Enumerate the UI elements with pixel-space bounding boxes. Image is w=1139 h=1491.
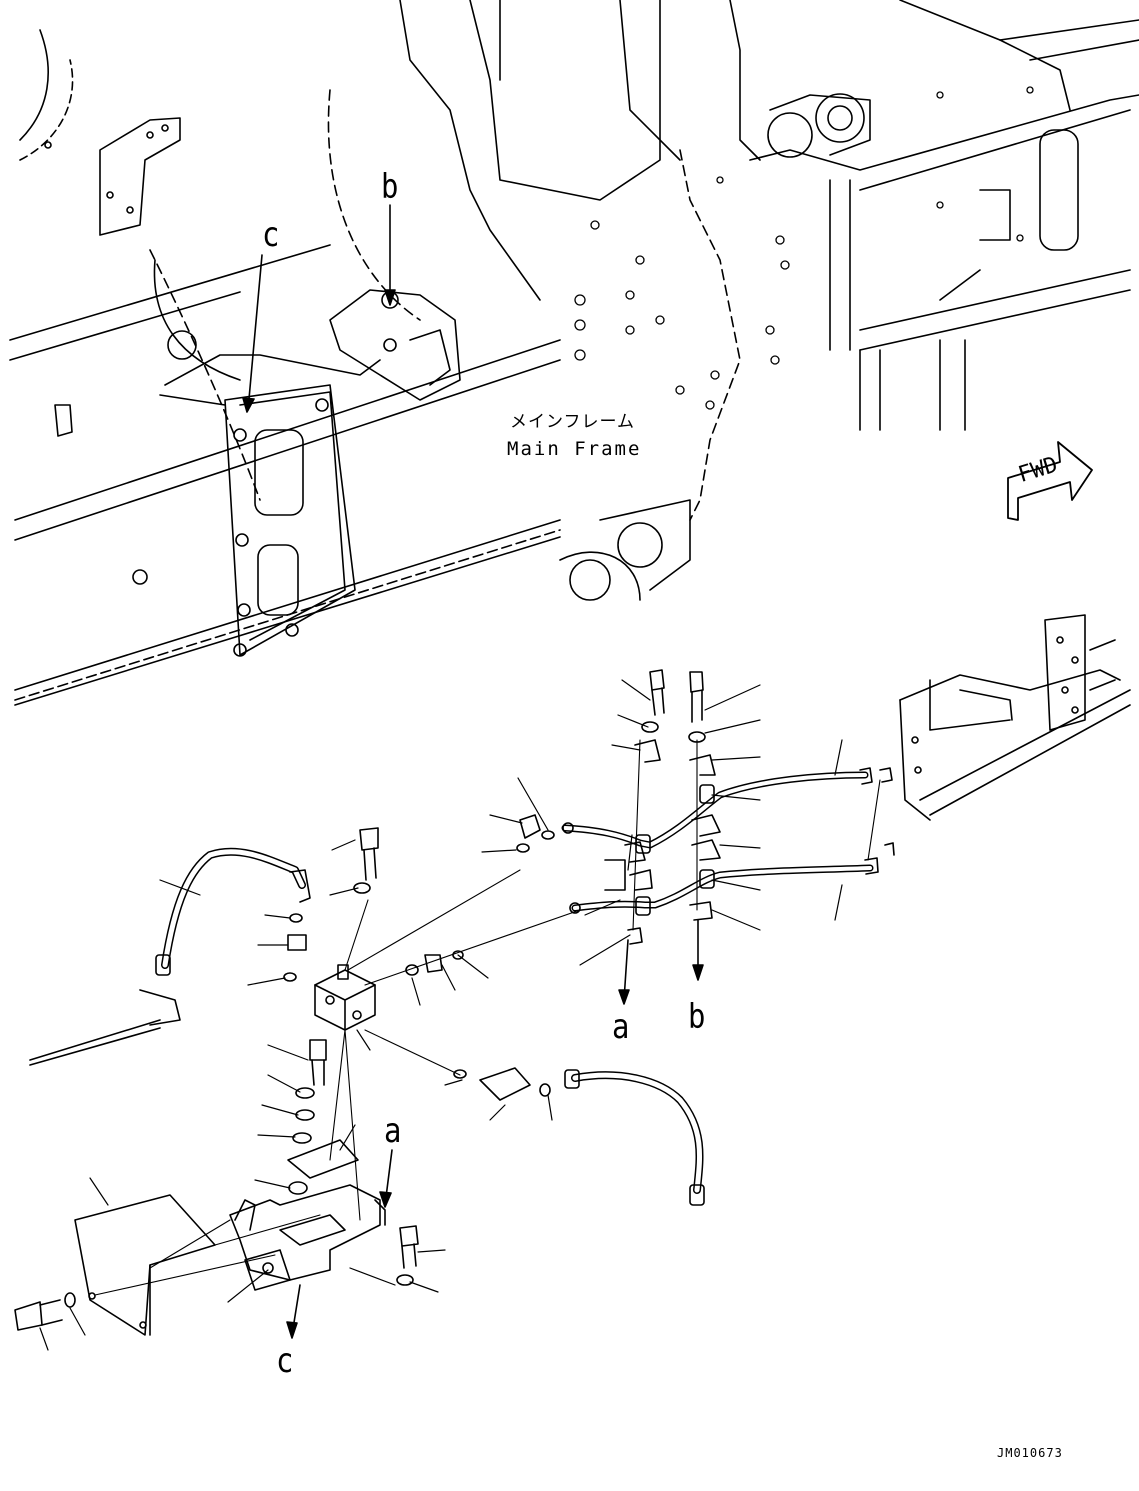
- mount-plate: [229, 1184, 386, 1291]
- valve-block: [314, 964, 376, 1031]
- right-bracket: [899, 614, 1131, 821]
- lower-right-hose: [564, 1069, 705, 1206]
- bolt-set-upper: [634, 669, 716, 776]
- main-frame-drawing: [9, 0, 1139, 706]
- leader-lines: [39, 679, 843, 1351]
- ref-letter-c-lower: c: [276, 1341, 294, 1381]
- hose-assemblies: [561, 767, 895, 916]
- ref-arrow-b-top: [384, 204, 396, 306]
- ref-letter-b-right: b: [688, 997, 706, 1037]
- ref-letter-a-right: a: [612, 1007, 630, 1047]
- assembly-lines: [94, 739, 881, 1296]
- ref-arrow-a-right: [618, 939, 630, 1005]
- clamps: [604, 814, 721, 945]
- left-hose: [29, 847, 311, 1066]
- ref-arrow-c-lower: [286, 1284, 301, 1339]
- bolt-set-lower: [14, 1039, 419, 1331]
- main-frame-label-jp: メインフレーム: [510, 412, 635, 432]
- fwd-arrow: [1007, 441, 1093, 521]
- ref-letter-a-lower: a: [384, 1111, 402, 1151]
- drawing-code: JM010673: [997, 1446, 1063, 1460]
- ref-letter-c-top: c: [262, 215, 280, 255]
- ref-arrow-b-right: [692, 919, 704, 981]
- fittings: [283, 814, 555, 1101]
- cover-plate: [74, 1194, 216, 1336]
- ref-arrow-a-lower: [379, 1149, 393, 1208]
- ref-letter-b-top: b: [381, 167, 399, 207]
- ref-arrow-c-top: [242, 254, 263, 413]
- main-frame-label-en: Main Frame: [507, 438, 642, 460]
